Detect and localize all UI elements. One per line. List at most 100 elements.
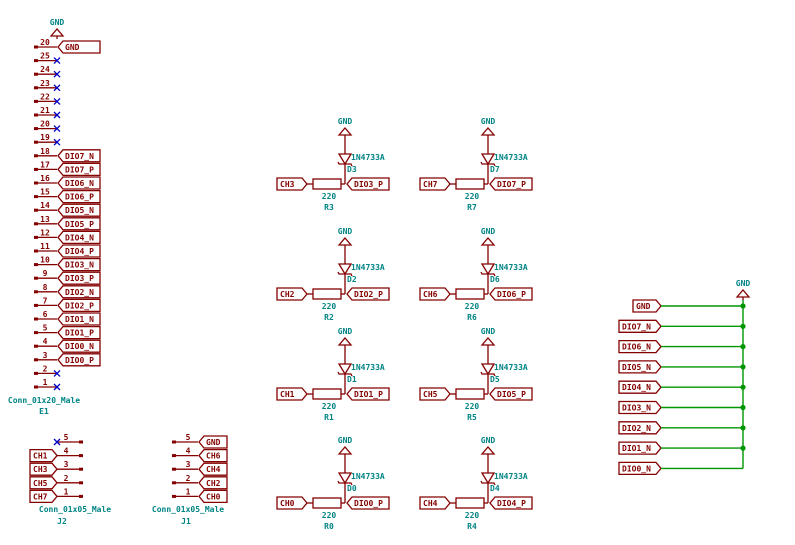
junction-dot (740, 364, 746, 370)
gnd-label: GND (50, 18, 65, 27)
net-label: GND (206, 438, 221, 447)
pin-dot (34, 317, 38, 321)
channel-label: CH5 (423, 390, 438, 399)
pin-number: 20 (40, 120, 50, 129)
pin-dot (172, 454, 176, 458)
dio-label: DIO5_P (497, 390, 526, 399)
pin-number: 15 (40, 188, 50, 197)
net-label: DIO3_N (65, 261, 94, 270)
pin-number: 1 (186, 487, 191, 496)
net-label: CH1 (33, 452, 48, 461)
dio-label-flag (489, 496, 533, 510)
pin-number: 2 (43, 364, 48, 373)
zener-diode (337, 263, 353, 276)
pin-dot (34, 290, 38, 294)
pin-dot (34, 358, 38, 362)
net-label-flag (57, 244, 101, 258)
dio-label-flag (346, 496, 390, 510)
resistor-ref: R3 (324, 203, 334, 212)
resistor-value: 220 (465, 402, 480, 411)
net-label: CH3 (33, 465, 48, 474)
zener-diode (480, 363, 496, 376)
no-connect-mark (53, 97, 61, 105)
pin-dot (34, 113, 38, 117)
net-label-flag (57, 339, 101, 353)
pin-number: 5 (186, 433, 191, 442)
connector-ref: J1 (181, 517, 191, 526)
resistor (455, 288, 485, 300)
diode-value: 1N4733A (351, 363, 385, 372)
gnd-label: GND (481, 436, 496, 445)
net-label: DIO5_N (65, 206, 94, 215)
resistor (455, 497, 485, 509)
dio-label-flag (489, 177, 533, 191)
no-connect-mark (53, 138, 61, 146)
pin-dot (34, 276, 38, 280)
connector-value: Conn_01x20_Male (8, 396, 80, 405)
net-label-flag (57, 149, 101, 163)
gnd-label: GND (338, 327, 353, 336)
no-connect-mark (53, 84, 61, 92)
gnd-symbol (337, 127, 353, 136)
dio-label: DIO0_P (354, 499, 383, 508)
channel-label: CH7 (423, 180, 438, 189)
junction-dot (740, 344, 746, 350)
net-label-flag (57, 189, 101, 204)
net-label-flag (632, 299, 662, 313)
channel-label: CH3 (280, 180, 295, 189)
net-label: DIO0_P (65, 356, 94, 365)
pin-number: 2 (64, 474, 69, 483)
channel-label-flag (276, 496, 308, 510)
resistor-value: 220 (465, 192, 480, 201)
pin-dot (34, 59, 38, 63)
net-label-flag (618, 360, 662, 374)
gnd-symbol (735, 289, 751, 298)
pin-number: 12 (40, 228, 50, 237)
diode-ref: D4 (490, 484, 500, 493)
pin-dot (79, 467, 83, 471)
pin-number: 7 (43, 296, 48, 305)
resistor-value: 220 (322, 511, 337, 520)
pin-dot (34, 249, 38, 253)
pin-number: 21 (40, 106, 50, 115)
gnd-label: GND (338, 117, 353, 126)
net-label: DIO3_P (65, 274, 94, 283)
net-label: DIO1_N (65, 315, 94, 324)
pin-number: 3 (186, 460, 191, 469)
net-label: DIO7_N (65, 152, 94, 161)
diode-value: 1N4733A (351, 153, 385, 162)
pin-dot (172, 467, 176, 471)
pin-number: 25 (40, 52, 50, 61)
channel-label-flag (419, 287, 451, 301)
net-label-flag (57, 312, 101, 326)
pin-number: 16 (40, 174, 50, 183)
dio-label-flag (346, 387, 390, 401)
net-label: DIO4_N (65, 233, 94, 242)
resistor-ref: R1 (324, 413, 334, 422)
net-label-flag (618, 461, 662, 476)
diode-ref: D0 (347, 484, 357, 493)
pin-dot (34, 331, 38, 335)
pin-number: 10 (40, 256, 50, 265)
channel-label: CH1 (280, 390, 295, 399)
dio-label: DIO4_P (497, 499, 526, 508)
channel-label-flag (276, 177, 308, 191)
net-label-flag (29, 489, 58, 504)
channel-label-flag (419, 177, 451, 191)
pin-number: 18 (40, 147, 50, 156)
channel-label-flag (419, 387, 451, 401)
pin-number: 5 (64, 433, 69, 442)
gnd-label: GND (481, 117, 496, 126)
pin-dot (34, 235, 38, 239)
junction-dot (740, 404, 746, 411)
connector-value: Conn_01x05_Male (152, 505, 224, 514)
gnd-label: GND (481, 327, 496, 336)
net-label: DIO3_N (622, 404, 651, 413)
zener-diode (337, 153, 353, 166)
resistor-ref: R6 (467, 313, 477, 322)
diode-ref: D2 (347, 275, 357, 284)
net-label-flag (57, 40, 101, 54)
net-label: CH0 (206, 492, 221, 501)
gnd-symbol (480, 237, 496, 246)
